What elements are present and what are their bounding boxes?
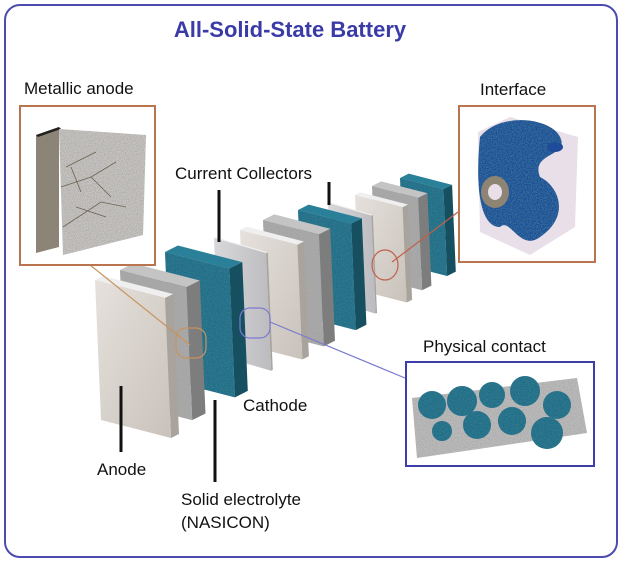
cathode-slab-top xyxy=(400,173,453,190)
label-anode: Anode xyxy=(97,460,147,479)
electrolyte-slab-top xyxy=(120,263,200,288)
callout-line-metallic xyxy=(89,264,191,346)
electrolyte-slab-top xyxy=(372,181,428,198)
electrolyte-slab-side xyxy=(418,193,432,291)
physical-contact-inset xyxy=(405,361,595,467)
cathode-slab-side xyxy=(229,262,248,398)
label-solid-electrolyte: Solid electrolyte xyxy=(181,490,302,509)
contact-particles-image xyxy=(412,376,587,458)
cathode-slab-top xyxy=(165,245,243,269)
dendrite-anode-image xyxy=(36,127,146,255)
label-interface: Interface xyxy=(480,80,547,99)
label-nasicon: (NASICON) xyxy=(181,513,270,532)
anode-plate-top xyxy=(355,192,409,208)
label-current-collectors: Current Collectors xyxy=(175,164,312,183)
interface-inset xyxy=(458,105,596,263)
anode-plate-side xyxy=(165,294,179,438)
callout-circle-contact xyxy=(239,307,271,339)
collector-plate-side xyxy=(266,252,273,371)
callout-line-interface xyxy=(391,211,459,263)
metallic-anode-inset xyxy=(19,105,156,266)
cathode-slab-top xyxy=(298,204,362,224)
electrolyte-slab-side xyxy=(186,280,206,421)
label-physical-contact: Physical contact xyxy=(423,337,546,356)
label-metallic-anode: Metallic anode xyxy=(24,79,134,98)
anode-plate-side xyxy=(402,204,413,303)
anode-plate-top xyxy=(240,226,304,245)
cathode-slab-side xyxy=(443,184,456,276)
collector-plate-top xyxy=(328,202,373,216)
electrolyte-slab-side xyxy=(319,228,335,347)
label-cathode: Cathode xyxy=(243,396,308,415)
callout-line-contact xyxy=(269,321,406,379)
anode-plate xyxy=(95,280,171,438)
diagram-title: All-Solid-State Battery xyxy=(173,17,407,42)
collector-plate-side xyxy=(371,214,377,314)
callout-circle-interface xyxy=(371,249,399,281)
collector-plate-top xyxy=(214,237,268,254)
cathode-slab-side xyxy=(351,218,367,331)
anode-plate-top xyxy=(95,276,173,298)
anode-plate-side xyxy=(297,241,309,360)
electrolyte-slab-top xyxy=(263,214,331,235)
interface-cube-image xyxy=(478,117,578,255)
callout-circle-metallic xyxy=(175,327,207,359)
diagram-frame xyxy=(4,4,618,558)
